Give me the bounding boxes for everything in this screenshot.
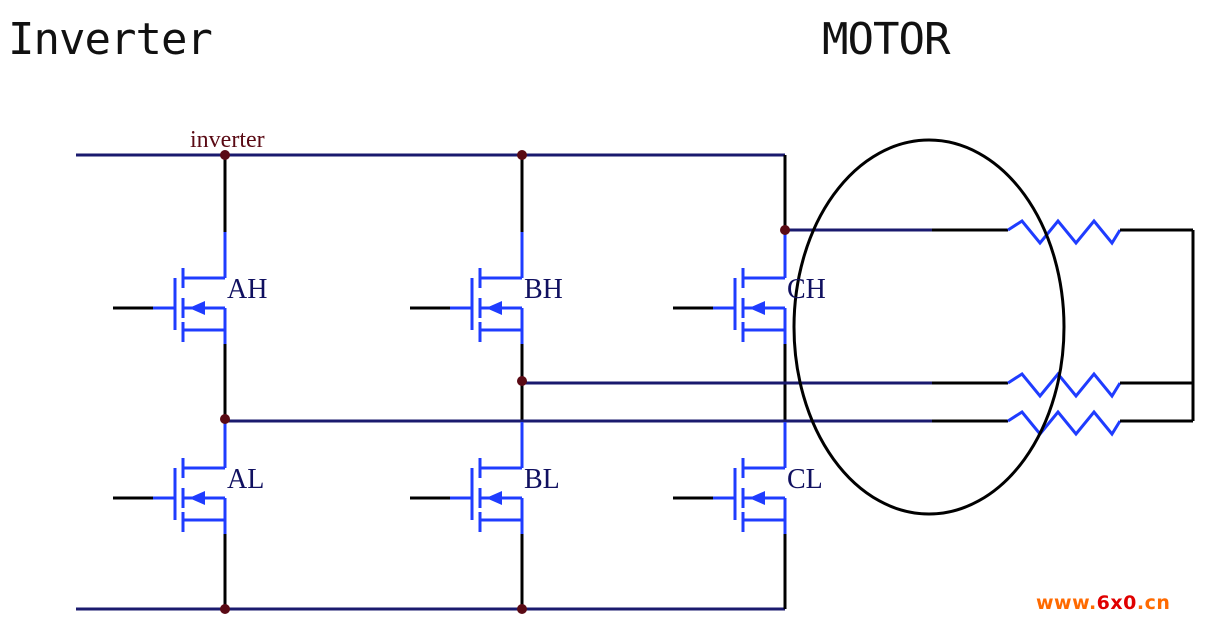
switch-label-cl: CL: [787, 464, 823, 495]
phase-wires: [225, 228, 1008, 423]
mosfet-arrow-icon: [749, 491, 765, 505]
junction-dot: [220, 604, 230, 614]
star-point-wires: [1120, 228, 1195, 423]
mosfet-ch: CH: [673, 232, 826, 344]
net-label: inverter: [190, 127, 265, 153]
junction-dot: [780, 225, 790, 235]
watermark-mid: 6x0: [1096, 592, 1137, 614]
inverter-title: Inverter: [8, 14, 213, 65]
watermark-tld: .cn: [1136, 592, 1171, 614]
motor-windings: [1007, 218, 1122, 437]
switch-label-al: AL: [227, 464, 264, 495]
watermark-www: www.: [1036, 592, 1097, 614]
switch-label-bl: BL: [524, 464, 560, 495]
motor-title: MOTOR: [822, 14, 950, 65]
motor-outline: [792, 138, 1066, 516]
switch-label-bh: BH: [524, 274, 563, 305]
mosfet-arrow-icon: [189, 491, 205, 505]
mosfet-arrow-icon: [486, 301, 502, 315]
winding-a-icon: [1007, 409, 1122, 437]
switch-label-ah: AH: [227, 274, 267, 305]
winding-b-icon: [1007, 371, 1122, 399]
mosfet-arrow-icon: [189, 301, 205, 315]
mosfet-al: AL: [113, 422, 264, 534]
junction-dot: [517, 604, 527, 614]
winding-c-icon: [1007, 218, 1122, 246]
mosfet-cl: CL: [673, 422, 823, 534]
junction-dot: [517, 150, 527, 160]
mosfet-arrow-icon: [486, 491, 502, 505]
leg-wires: [223, 155, 787, 609]
dc-bus: [76, 153, 785, 611]
mosfet-arrow-icon: [749, 301, 765, 315]
junction-dot: [517, 376, 527, 386]
junction-dot: [220, 414, 230, 424]
mosfet-bl: BL: [410, 422, 560, 534]
mosfet-bh: BH: [410, 232, 563, 344]
junction-dot: [220, 150, 230, 160]
switch-label-ch: CH: [787, 274, 826, 305]
watermark: www.6x0.cn: [1036, 592, 1170, 614]
mosfet-group: AH BH CH AL BL CL: [113, 232, 826, 534]
junctions: [220, 150, 790, 614]
mosfet-ah: AH: [113, 232, 267, 344]
